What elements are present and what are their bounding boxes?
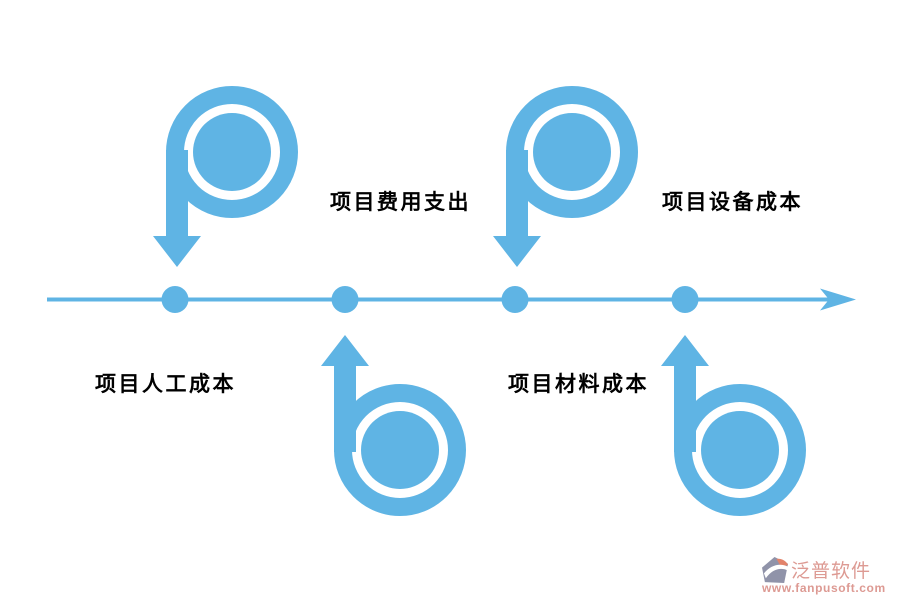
timeline-dot-3 — [501, 286, 529, 313]
watermark-url-text: www.fanpusoft.com — [762, 581, 886, 595]
node-label-labor-cost: 项目人工成本 — [95, 373, 236, 396]
p-shape-down-arrow-icon — [486, 80, 638, 267]
b-shape-up-arrow-icon — [314, 335, 466, 522]
watermark: 泛普软件 www.fanpusoft.com — [760, 555, 898, 599]
node-label-expense: 项目费用支出 — [330, 191, 471, 214]
b-shape-up-arrow-icon — [654, 335, 806, 522]
watermark-brand-text: 泛普软件 — [791, 561, 872, 582]
node-label-equipment-cost: 项目设备成本 — [662, 191, 803, 214]
node-label-material-cost: 项目材料成本 — [508, 373, 649, 396]
timeline-axis — [47, 286, 856, 313]
timeline-arrowhead-icon — [820, 288, 856, 311]
p-shape-down-arrow-icon — [146, 80, 298, 267]
timeline-dot-2 — [331, 286, 359, 313]
timeline-dot-1 — [161, 286, 189, 313]
timeline-dot-4 — [671, 286, 699, 313]
fanpu-logo-icon — [762, 557, 789, 584]
